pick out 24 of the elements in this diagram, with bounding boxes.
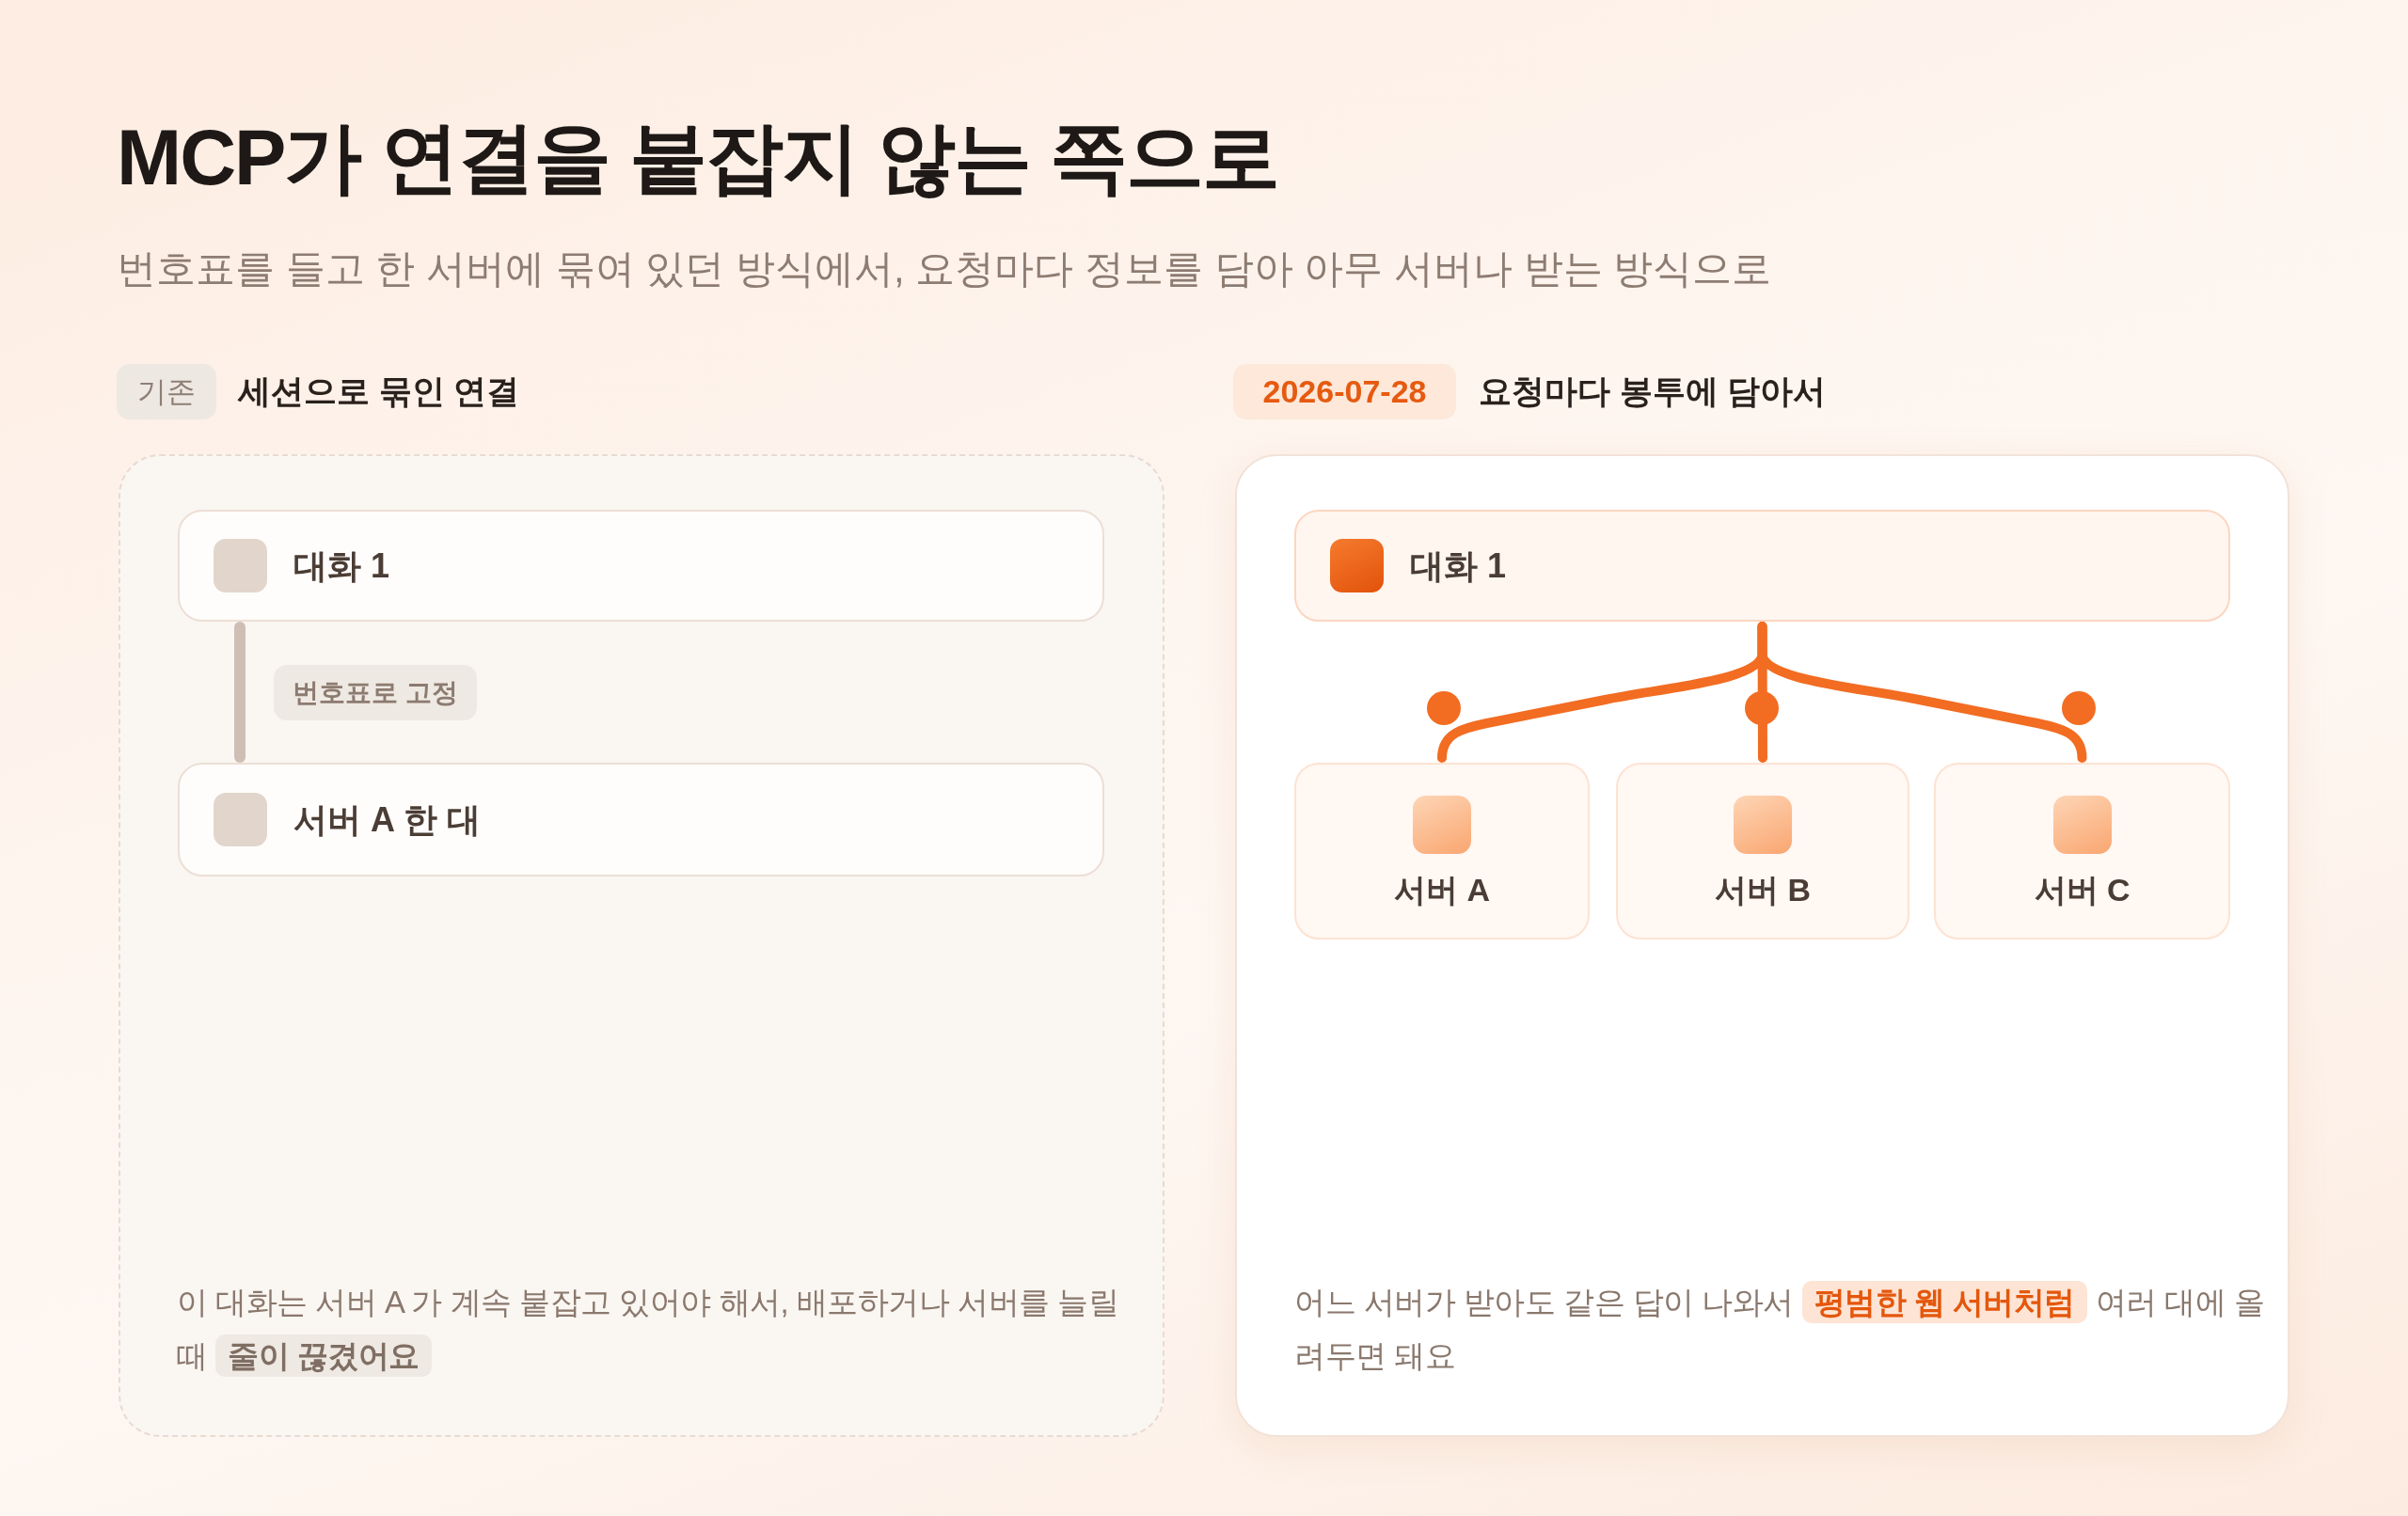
card-title: 서버 B	[1715, 871, 1811, 909]
card-title: 대화 1	[293, 545, 390, 587]
card	[1294, 763, 1590, 940]
title: MCP가 연결을 붙잡지 않는 쪽으로	[117, 113, 1278, 203]
note-text: 어느 서버가 받아도 같은 답이 나와서 평범한 웹 서버처럼 여러 대에 올려두면 돼요	[1294, 1275, 2277, 1382]
edge-label: 번호표로 고정	[274, 665, 477, 720]
card-title: 서버 A 한 대	[293, 798, 481, 841]
panel	[1235, 454, 2289, 1437]
connector	[234, 622, 246, 763]
card-title: 서버 A	[1394, 871, 1490, 909]
card-title: 서버 C	[2034, 871, 2131, 909]
panel	[119, 454, 1164, 1437]
card	[1294, 510, 2230, 622]
card	[1616, 763, 1909, 940]
section-heading: 요청마다 봉투에 담아서	[1479, 371, 1827, 411]
card	[178, 763, 1104, 876]
card	[1934, 763, 2230, 940]
section-heading: 세션으로 묶인 연결	[238, 371, 520, 411]
badge: 기존	[117, 364, 216, 419]
card	[178, 510, 1104, 622]
subtitle: 번호표를 들고 한 서버에 묶여 있던 방식에서, 요청마다 정보를 담아 아무 서버나 받는 방식으로	[117, 245, 1772, 292]
badge: 2026-07-28	[1233, 364, 1456, 419]
card-title: 대화 1	[1410, 545, 1507, 587]
note-text: 이 대화는 서버 A 가 계속 붙잡고 있어야 해서, 배포하거나 서버를 늘릴 때 줄이 끊겼어요	[177, 1275, 1136, 1382]
